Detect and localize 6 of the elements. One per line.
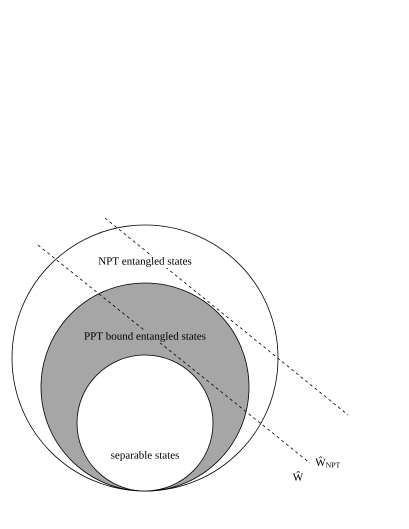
set-circle bbox=[76, 354, 214, 492]
set-label: separable states bbox=[110, 450, 180, 462]
witness-label: Ŵ$_{NPT}$ bbox=[315, 456, 340, 468]
witness-label: Ŵ bbox=[292, 471, 304, 481]
set-label: PPT bound entangled states bbox=[83, 331, 207, 343]
set-label: NPT entangled states bbox=[97, 256, 193, 268]
